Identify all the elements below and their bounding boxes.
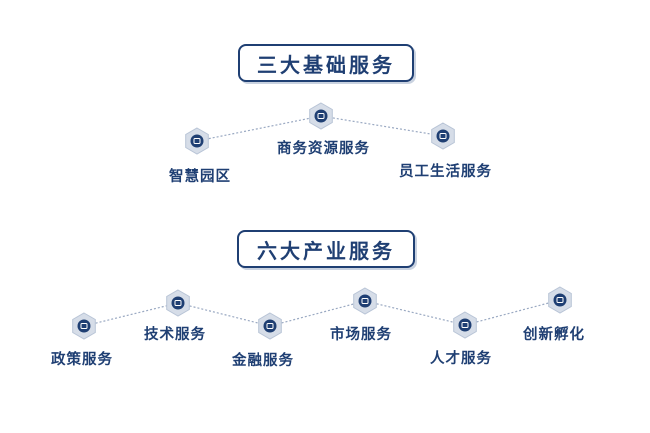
briefcase-icon bbox=[309, 102, 333, 130]
connector-line bbox=[320, 115, 444, 137]
building-icon bbox=[185, 127, 209, 155]
people-icon bbox=[453, 311, 477, 339]
connector-line bbox=[464, 299, 561, 326]
section-title-basic: 三大基础服务 bbox=[238, 44, 414, 82]
node-label-market: 市场服务 bbox=[330, 327, 392, 343]
money-icon bbox=[258, 312, 282, 340]
node-label-incubation: 创新孵化 bbox=[523, 327, 585, 343]
connector-line bbox=[83, 302, 179, 327]
node-label-policy: 政策服务 bbox=[51, 352, 113, 368]
connector-line bbox=[364, 300, 466, 326]
gear-icon bbox=[166, 289, 190, 317]
chart-icon bbox=[353, 287, 377, 315]
node-label-staff-life: 员工生活服务 bbox=[399, 164, 492, 180]
connector-line bbox=[196, 115, 322, 142]
node-label-talent: 人才服务 bbox=[430, 351, 492, 367]
connector-line bbox=[269, 300, 366, 327]
rocket-icon bbox=[548, 286, 572, 314]
node-label-business-resource: 商务资源服务 bbox=[277, 141, 370, 157]
person-icon bbox=[431, 122, 455, 150]
node-label-smart-park: 智慧园区 bbox=[169, 169, 231, 185]
node-label-tech: 技术服务 bbox=[144, 327, 206, 343]
document-icon bbox=[72, 312, 96, 340]
section-title-industry: 六大产业服务 bbox=[237, 230, 415, 268]
node-label-finance: 金融服务 bbox=[232, 353, 294, 369]
